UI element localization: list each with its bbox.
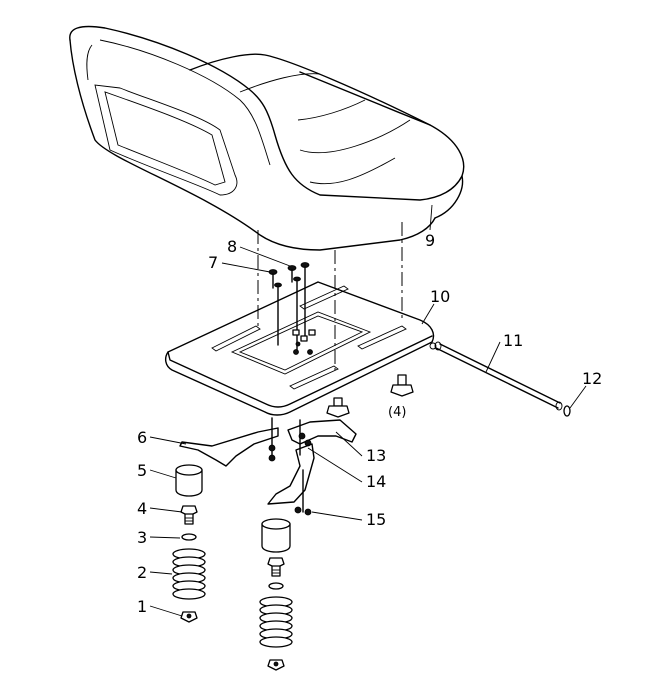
callout-qty-4: (4) [388, 405, 406, 420]
bracket-right [287, 419, 357, 456]
callout-15: 15 [366, 510, 386, 529]
callout-11: 11 [503, 331, 523, 350]
bracket-left [179, 417, 279, 467]
pivot-rod [434, 341, 571, 417]
slot-1 [211, 325, 261, 352]
callout-7: 7 [208, 253, 218, 272]
bolt-group [268, 262, 316, 355]
lower-mount-bolt [326, 397, 350, 418]
callout-3: 3 [137, 528, 147, 547]
bracket-lower [267, 443, 315, 516]
slot-3 [289, 365, 339, 390]
seat-pan [164, 281, 437, 416]
rod-clip [563, 405, 571, 417]
callout-5: 5 [137, 461, 147, 480]
right-suspension [259, 518, 293, 671]
callout-9: 9 [425, 231, 435, 250]
slot-4 [357, 325, 407, 350]
callout-2: 2 [137, 563, 147, 582]
callout-8: 8 [227, 237, 237, 256]
callout-labels: 1 2 3 4 5 6 7 8 9 10 11 12 13 14 15 (4) [137, 231, 602, 616]
callout-1: 1 [137, 597, 147, 616]
callout-14: 14 [366, 472, 386, 491]
pivot-hole [429, 342, 437, 350]
callout-6: 6 [137, 428, 147, 447]
leader-lines [149, 204, 587, 617]
seat-cushion [69, 25, 465, 251]
slot-2 [299, 285, 349, 310]
callout-4: 4 [137, 499, 147, 518]
pan-mount-bolt [390, 374, 414, 397]
callout-10: 10 [430, 287, 450, 306]
left-suspension [172, 464, 206, 623]
callout-12: 12 [582, 369, 602, 388]
callout-13: 13 [366, 446, 386, 465]
